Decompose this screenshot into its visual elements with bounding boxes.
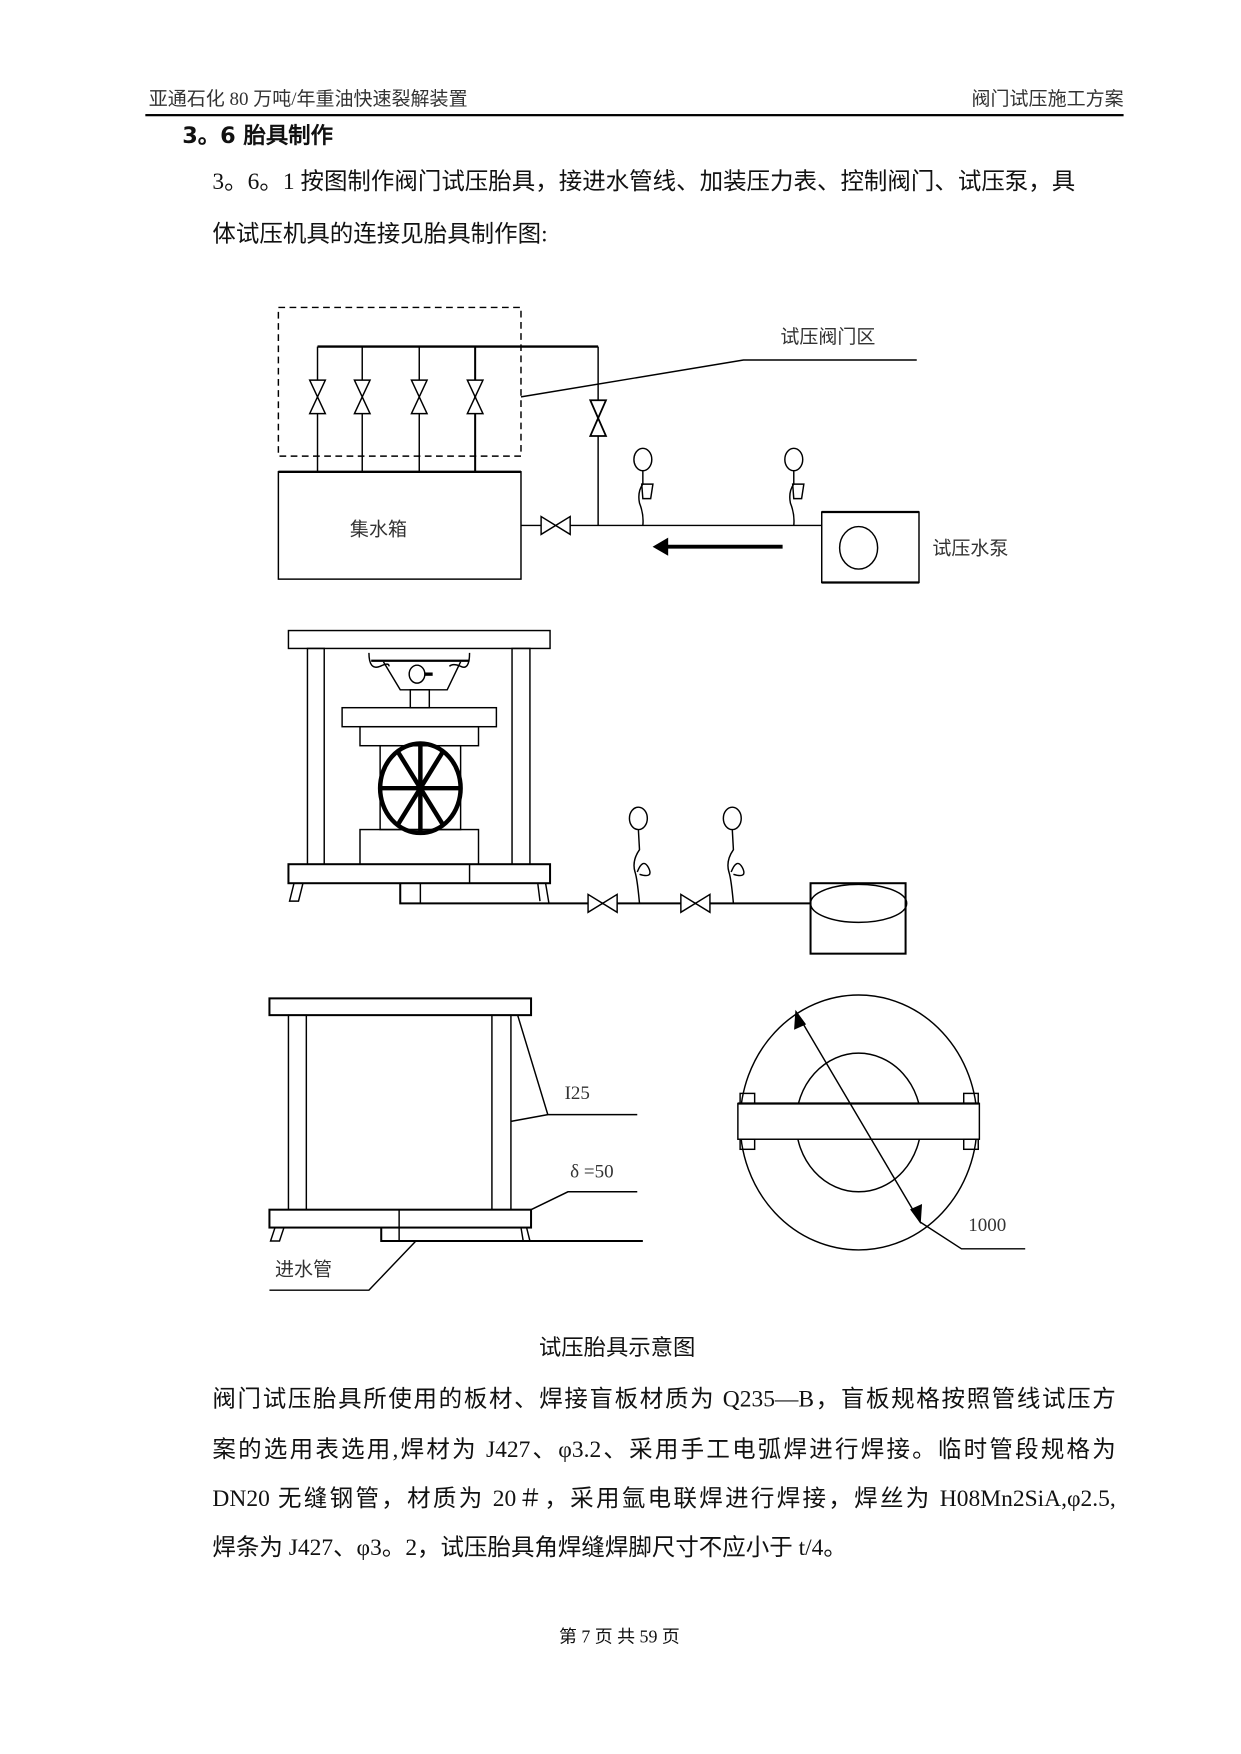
header-right: 阀门试压施工方案 — [971, 88, 1124, 110]
valve-icon — [588, 399, 608, 437]
valve-icon — [587, 893, 618, 914]
body-line-1: 阀门试压胎具所使用的板材、焊接盲板材质为 Q235—B，盲板规格按照管线试压方 — [212, 1385, 1116, 1413]
header-left: 亚通石化 80 万吨/年重油快速裂解装置 — [148, 88, 468, 110]
body-line-2: 案的选用表选用,焊材为 J427、φ3.2、采用手工电弧焊进行焊接。临时管段规格… — [212, 1435, 1116, 1463]
label-beam: I25 — [564, 1082, 590, 1104]
valve-icon — [466, 379, 485, 415]
tank-box — [809, 882, 907, 955]
body-line-3: DN20 无缝钢管，材质为 20＃，采用氩电联焊进行焊接，焊丝为 H08Mn2S… — [212, 1484, 1116, 1512]
header-rule — [145, 114, 1124, 117]
label-valve-zone: 试压阀门区 — [780, 326, 876, 348]
label-plate: δ =50 — [570, 1160, 614, 1182]
pressure-gauge-icon — [633, 447, 653, 472]
figure-caption: 试压胎具示意图 — [538, 1336, 696, 1361]
piping-schematic — [277, 306, 920, 584]
valve-icon — [540, 515, 571, 536]
label-water-tank: 集水箱 — [349, 518, 407, 540]
valve-icon — [353, 379, 372, 415]
valve-zone-box — [277, 306, 522, 457]
section-title: 3。6 胎具制作 — [182, 121, 333, 149]
press-fixture — [287, 629, 908, 955]
label-diameter: 1000 — [968, 1214, 1007, 1236]
valve-icon — [308, 379, 327, 415]
frame-and-blind-plate — [268, 994, 1026, 1291]
dimension-line — [795, 1011, 921, 1223]
valve-icon — [410, 379, 429, 415]
pump-box — [821, 511, 920, 584]
branch-valves — [308, 346, 485, 472]
page-footer: 第 7 页 共 59 页 — [559, 1627, 680, 1647]
handwheel-icon — [377, 741, 463, 836]
pressure-gauge-icon — [628, 806, 649, 831]
pressure-gauge-icon — [722, 806, 742, 831]
valve-icon — [680, 893, 711, 914]
label-inlet: 进水管 — [275, 1258, 333, 1281]
body-line-4: 焊条为 J427、φ3。2，试压胎具角焊缝焊脚尺寸不应小于 t/4。 — [212, 1533, 847, 1561]
leader-line — [520, 359, 917, 398]
pressure-gauge-icon — [784, 447, 804, 472]
intro-line-2: 体试压机具的连接见胎具制作图: — [212, 220, 548, 248]
label-pump: 试压水泵 — [932, 537, 1009, 559]
intro-line-1: 3。6。1 按图制作阀门试压胎具，接进水管线、加装压力表、控制阀门、试压泵，具 — [212, 167, 1076, 195]
